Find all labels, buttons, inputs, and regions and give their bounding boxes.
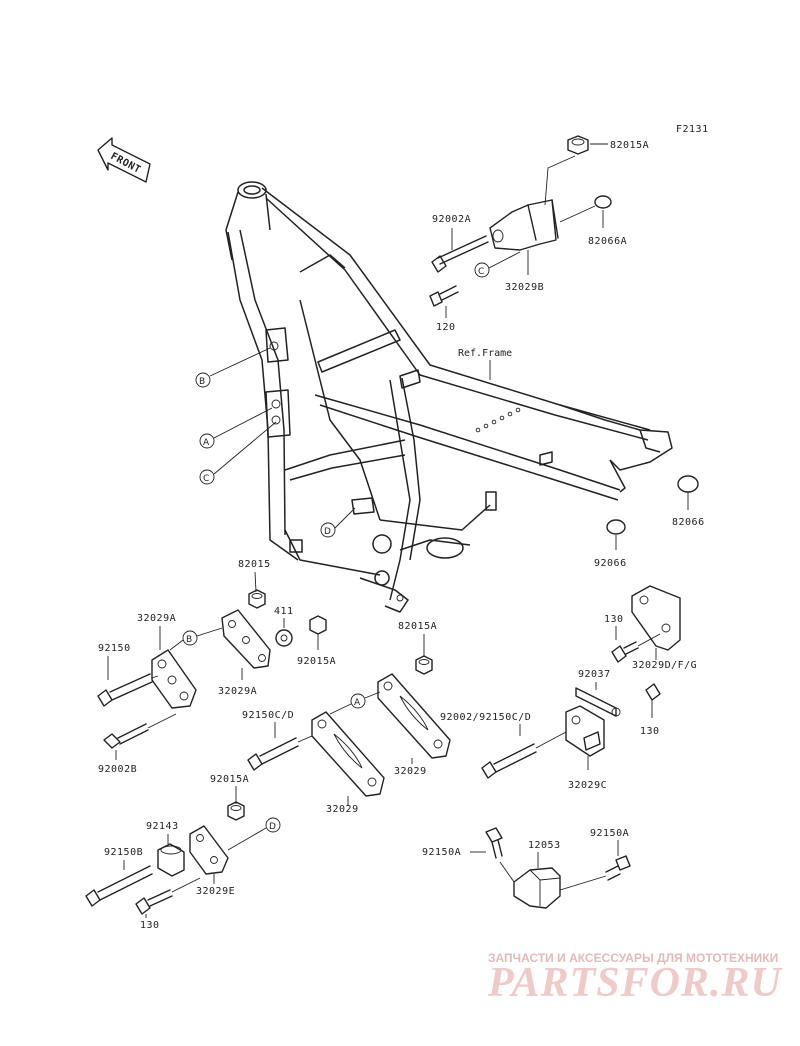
watermark-tagline: ЗАПЧАСТИ И АКСЕССУАРЫ ДЛЯ МОТОТЕХНИКИ: [488, 951, 778, 965]
part-92066: 92066: [594, 519, 627, 569]
motorcycle-frame: [225, 181, 673, 613]
part-82066A: 82066A: [559, 195, 627, 247]
svg-text:92015A: 92015A: [297, 656, 336, 667]
part-120: 120: [429, 285, 459, 333]
front-arrow-icon: FRONT: [97, 137, 151, 183]
part-82015A-top: 82015A: [567, 135, 649, 155]
ref-frame-label: Ref.Frame: [458, 348, 512, 359]
part-92150A-left: 92150A: [422, 827, 503, 859]
svg-text:32029B: 32029B: [505, 282, 544, 293]
svg-text:12053: 12053: [528, 840, 561, 851]
part-130-bottom: 130: [135, 877, 201, 931]
part-130-right: 130: [604, 614, 661, 663]
part-32029E: 32029E: [189, 825, 235, 897]
part-32029A-top: 32029A: [218, 609, 271, 697]
svg-text:92150A: 92150A: [590, 828, 629, 839]
svg-text:92002/92150C/D: 92002/92150C/D: [440, 712, 531, 723]
svg-text:A: A: [203, 438, 210, 448]
svg-text:D: D: [269, 822, 276, 832]
part-82015: 82015: [238, 559, 271, 609]
svg-text:92002A: 92002A: [432, 214, 471, 225]
part-92015A-a: 92015A: [297, 615, 336, 667]
callout-b-left: B: [169, 627, 223, 651]
svg-text:B: B: [186, 635, 192, 645]
svg-text:32029A: 32029A: [218, 686, 257, 697]
svg-text:32029: 32029: [394, 766, 427, 777]
svg-text:32029E: 32029E: [196, 886, 235, 897]
svg-text:82066A: 82066A: [588, 236, 627, 247]
svg-text:32029A: 32029A: [137, 613, 176, 624]
part-32029C: 32029C: [565, 705, 607, 791]
part-92002A: 92002A: [431, 214, 489, 273]
callout-a-mid: A: [329, 691, 381, 715]
part-92150CD: 92150C/D: [242, 710, 313, 771]
svg-text:92015A: 92015A: [210, 774, 249, 785]
svg-text:92066: 92066: [594, 558, 627, 569]
svg-text:82015: 82015: [238, 559, 271, 570]
part-32029-left: 32029: [311, 711, 385, 815]
svg-text:92143: 92143: [146, 821, 179, 832]
part-92037: 92037: [575, 669, 621, 717]
svg-text:32029: 32029: [326, 804, 359, 815]
part-411: 411: [274, 606, 294, 647]
callout-b-frame: B: [195, 347, 271, 388]
callout-c-top: C: [474, 251, 521, 278]
svg-text:130: 130: [640, 726, 660, 737]
svg-text:82015A: 82015A: [610, 140, 649, 151]
part-32029B: 32029B: [489, 199, 559, 293]
part-82015A-mid: 82015A: [398, 621, 437, 675]
svg-text:82015A: 82015A: [398, 621, 437, 632]
watermark-logo: PARTSFOR.RU: [487, 960, 783, 1006]
part-82066-right: 82066: [672, 475, 705, 528]
part-92002B: 92002B: [98, 713, 177, 775]
svg-text:A: A: [354, 698, 361, 708]
svg-text:92150B: 92150B: [104, 847, 143, 858]
svg-text:D: D: [324, 527, 331, 537]
callout-a-frame: A: [199, 407, 273, 449]
svg-text:C: C: [203, 474, 209, 484]
leader-82015A: [544, 155, 576, 206]
svg-text:B: B: [199, 377, 205, 387]
svg-text:C: C: [478, 267, 484, 277]
svg-text:32029C: 32029C: [568, 780, 607, 791]
part-130-right2: 130: [640, 683, 661, 737]
svg-text:130: 130: [604, 614, 624, 625]
svg-text:120: 120: [436, 322, 456, 333]
callout-d-bottom: D: [227, 817, 281, 851]
part-32029DFG: 32029D/F/G: [631, 585, 697, 671]
svg-text:92150C/D: 92150C/D: [242, 710, 294, 721]
part-92150B: 92150B: [85, 847, 153, 907]
part-32029-right: 32029: [377, 673, 451, 777]
svg-text:130: 130: [140, 920, 160, 931]
part-92002-92150CD: 92002/92150C/D: [440, 712, 567, 779]
svg-text:92002B: 92002B: [98, 764, 137, 775]
part-32029A-left: 32029A: [137, 613, 197, 709]
part-92150: 92150: [97, 643, 159, 707]
svg-text:92150: 92150: [98, 643, 131, 654]
svg-text:82066: 82066: [672, 517, 705, 528]
svg-text:411: 411: [274, 606, 294, 617]
svg-text:92037: 92037: [578, 669, 611, 680]
part-92150A-right: 92150A: [559, 828, 631, 891]
svg-text:32029D/F/G: 32029D/F/G: [632, 660, 697, 671]
figure-code: F2131: [676, 124, 709, 135]
callout-c-frame: C: [199, 421, 277, 485]
part-12053: 12053: [499, 840, 561, 909]
callout-d-frame: D: [320, 507, 356, 538]
part-92015A-b: 92015A: [210, 774, 249, 821]
svg-text:92150A: 92150A: [422, 847, 461, 858]
part-92143: 92143: [146, 821, 185, 877]
